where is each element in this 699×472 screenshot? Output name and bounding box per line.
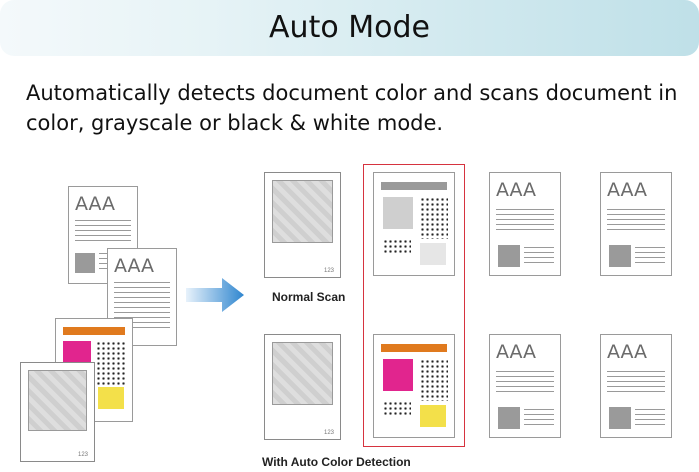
- input-doc-gray: 123: [20, 362, 95, 462]
- printer-photo: [383, 359, 413, 391]
- normal-scan-text-doc-2: AAA: [600, 172, 672, 276]
- arrow-right-icon: [186, 278, 244, 312]
- auto-scan-text-doc-1: AAA: [489, 334, 561, 438]
- orange-bar: [381, 344, 447, 352]
- input-doc-text-2: AAA: [107, 248, 177, 346]
- page-number: 123: [77, 452, 88, 458]
- highlight-box: [363, 164, 465, 447]
- description-text: Automatically detects document color and…: [26, 81, 678, 135]
- normal-scan-gray-doc: 123: [264, 172, 341, 278]
- normal-scan-color-doc: [373, 172, 455, 276]
- auto-scan-gray-doc: 123: [264, 334, 341, 440]
- normal-scan-text-doc-1: AAA: [489, 172, 561, 276]
- auto-color-label: With Auto Color Detection: [262, 455, 411, 469]
- page-title: Auto Mode: [269, 10, 430, 45]
- doc-text: AAA: [607, 341, 648, 363]
- printer-icon: [383, 197, 413, 229]
- doc-text: AAA: [496, 179, 537, 201]
- scanner-icon: [98, 387, 124, 409]
- orange-bar: [63, 327, 125, 335]
- scanner-icon: [420, 243, 446, 265]
- page-number: 123: [323, 268, 334, 274]
- page-number: 123: [323, 430, 334, 436]
- input-doc-text-1: AAA: [68, 186, 138, 284]
- auto-scan-text-doc-2: AAA: [600, 334, 672, 438]
- doc-text: AAA: [496, 341, 537, 363]
- normal-scan-label: Normal Scan: [272, 290, 346, 304]
- scanner-icon: [420, 405, 446, 427]
- doc-text: AAA: [75, 193, 116, 215]
- doc-text: AAA: [114, 255, 155, 277]
- title-banner: Auto Mode: [0, 0, 699, 56]
- doc-text: AAA: [607, 179, 648, 201]
- auto-scan-color-doc: [373, 334, 455, 438]
